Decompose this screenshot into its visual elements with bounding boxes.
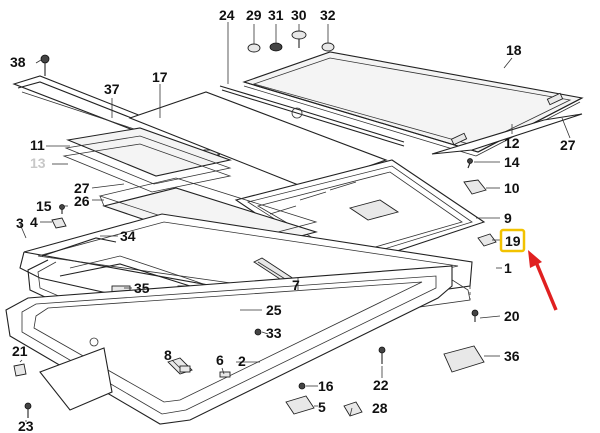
- callout-36: 36: [504, 348, 520, 364]
- callout-14: 14: [504, 154, 520, 170]
- callout-9: 9: [504, 210, 512, 226]
- callout-27-right: 27: [560, 137, 576, 153]
- callout-23: 23: [18, 418, 34, 433]
- callout-12: 12: [504, 135, 520, 151]
- headliner-panel: [128, 91, 388, 189]
- callout-26: 26: [74, 193, 90, 209]
- sunroof-glass-panel: [242, 51, 584, 157]
- callout-27-left: 27: [74, 180, 90, 196]
- callout-8: 8: [164, 347, 172, 363]
- callout-21: 21: [12, 343, 28, 359]
- leader-lines: [19, 22, 571, 422]
- callout-7: 7: [292, 277, 300, 293]
- highlight-callout-19: [499, 228, 558, 311]
- callout-2: 2: [238, 353, 246, 369]
- callout-18: 18: [506, 42, 522, 58]
- callout-5: 5: [318, 399, 326, 415]
- trim-strip-right: [431, 113, 583, 155]
- callout-17: 17: [152, 69, 168, 85]
- callout-19: 19: [505, 233, 521, 249]
- callout-20: 20: [504, 308, 520, 324]
- callout-15: 15: [36, 198, 52, 214]
- callout-25: 25: [266, 302, 282, 318]
- callout-34: 34: [120, 228, 136, 244]
- callout-1: 1: [504, 260, 512, 276]
- callout-29: 29: [246, 7, 262, 23]
- callout-31: 31: [268, 7, 284, 23]
- callout-11: 11: [30, 137, 45, 153]
- callout-30: 30: [291, 7, 307, 23]
- callout-24: 24: [219, 7, 235, 23]
- callout-4: 4: [30, 214, 38, 230]
- callout-28: 28: [372, 400, 388, 416]
- callout-33: 33: [266, 325, 282, 341]
- callout-22: 22: [373, 377, 389, 393]
- callout-37: 37: [104, 81, 120, 97]
- callout-6: 6: [216, 352, 224, 368]
- small-parts: [13, 30, 497, 418]
- callout-32: 32: [320, 7, 336, 23]
- callout-labels: 24 29 31 30 32 18 38 37 17 11 13 12 27 1…: [10, 7, 576, 433]
- callout-35: 35: [134, 280, 150, 296]
- callout-16: 16: [318, 378, 334, 394]
- callout-10: 10: [504, 180, 520, 196]
- callout-38: 38: [10, 54, 26, 70]
- inner-panel-layers: [62, 127, 233, 193]
- callout-13: 13: [30, 155, 46, 171]
- callout-3: 3: [16, 215, 24, 231]
- seal-strip: [219, 85, 405, 147]
- sliding-frame: [234, 159, 486, 271]
